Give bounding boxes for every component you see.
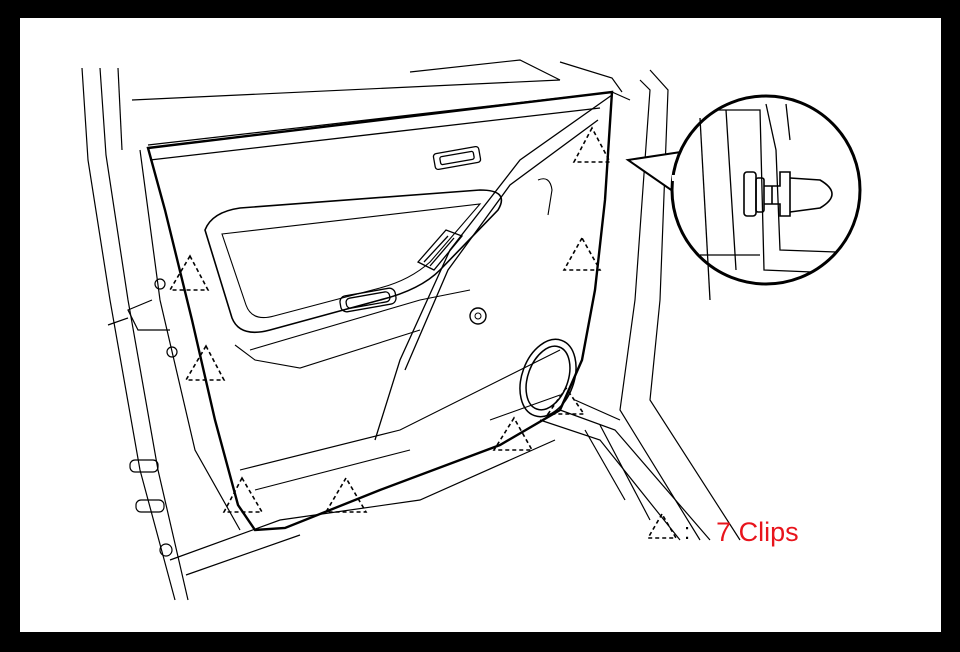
clip-marker-2 (562, 236, 602, 271)
clip-marker-1 (572, 126, 612, 163)
inside-handle-icon (432, 145, 482, 171)
legend-colon: : (684, 519, 691, 544)
clip-fastener-icon (743, 171, 833, 217)
door-trim-panel (146, 90, 614, 532)
clip-detail-callout (625, 94, 862, 301)
door-frame (81, 59, 741, 601)
clip-marker-6 (324, 476, 368, 513)
window-switch-icon (416, 229, 464, 271)
clip-marker-4 (184, 344, 226, 381)
clip-marker-7 (492, 416, 534, 451)
armrest-pull-icon (339, 287, 397, 313)
clip-location-markers (168, 126, 612, 513)
legend: : 7 Clips (652, 512, 799, 552)
speaker-grille-icon (519, 338, 577, 418)
clip-marker-3 (168, 254, 210, 291)
clip-marker-5 (222, 476, 264, 513)
legend-clip-count: 7 Clips (716, 516, 799, 547)
clip-marker-8 (546, 386, 586, 415)
